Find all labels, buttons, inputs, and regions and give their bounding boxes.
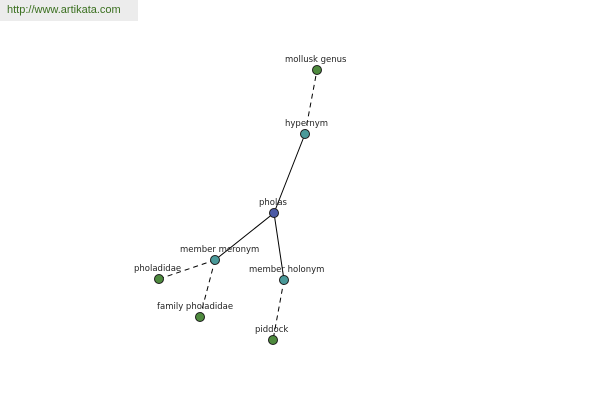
node-circle-family-pholadidae[interactable] bbox=[195, 312, 205, 322]
node-label-piddock[interactable]: piddock bbox=[255, 325, 288, 335]
node-circle-member-holonym[interactable] bbox=[279, 275, 289, 285]
node-circle-member-meronym[interactable] bbox=[210, 255, 220, 265]
node-pholadidae[interactable]: pholadidae bbox=[134, 264, 181, 284]
node-label-hypernym[interactable]: hypernym bbox=[285, 119, 328, 129]
node-family-pholadidae[interactable]: family pholadidae bbox=[157, 302, 233, 322]
node-circle-hypernym[interactable] bbox=[300, 129, 310, 139]
edge-member-meronym-to-pholadidae bbox=[158, 259, 216, 280]
node-circle-pholas[interactable] bbox=[269, 208, 279, 218]
edge-pholas-to-member-meronym bbox=[214, 212, 275, 261]
node-label-mollusk-genus[interactable]: mollusk genus bbox=[285, 55, 347, 65]
edge-hypernym-to-mollusk-genus bbox=[304, 69, 318, 135]
node-member-meronym[interactable]: member meronym bbox=[180, 245, 259, 265]
edge-member-holonym-to-piddock bbox=[272, 279, 285, 341]
node-label-member-holonym[interactable]: member holonym bbox=[249, 265, 324, 275]
node-circle-pholadidae[interactable] bbox=[154, 274, 164, 284]
node-label-pholadidae[interactable]: pholadidae bbox=[134, 264, 181, 274]
node-hypernym[interactable]: hypernym bbox=[285, 119, 328, 139]
node-label-pholas[interactable]: pholas bbox=[259, 198, 288, 208]
edges-layer bbox=[158, 69, 318, 341]
node-piddock[interactable]: piddock bbox=[255, 325, 288, 345]
nodes-layer: pholas hypernym mollusk genus member merony… bbox=[134, 55, 347, 345]
node-label-family-pholadidae[interactable]: family pholadidae bbox=[157, 302, 233, 312]
edge-pholas-to-member-holonym bbox=[273, 212, 285, 281]
source-link[interactable]: http://www.artikata.com bbox=[0, 0, 138, 21]
node-label-member-meronym[interactable]: member meronym bbox=[180, 245, 259, 255]
node-pholas[interactable]: pholas bbox=[259, 198, 288, 218]
node-mollusk-genus[interactable]: mollusk genus bbox=[285, 55, 347, 75]
edge-member-meronym-to-family-pholadidae bbox=[199, 259, 216, 318]
node-member-holonym[interactable]: member holonym bbox=[249, 265, 324, 285]
edge-pholas-to-hypernym bbox=[273, 133, 306, 214]
node-circle-mollusk-genus[interactable] bbox=[312, 65, 322, 75]
node-circle-piddock[interactable] bbox=[268, 335, 278, 345]
